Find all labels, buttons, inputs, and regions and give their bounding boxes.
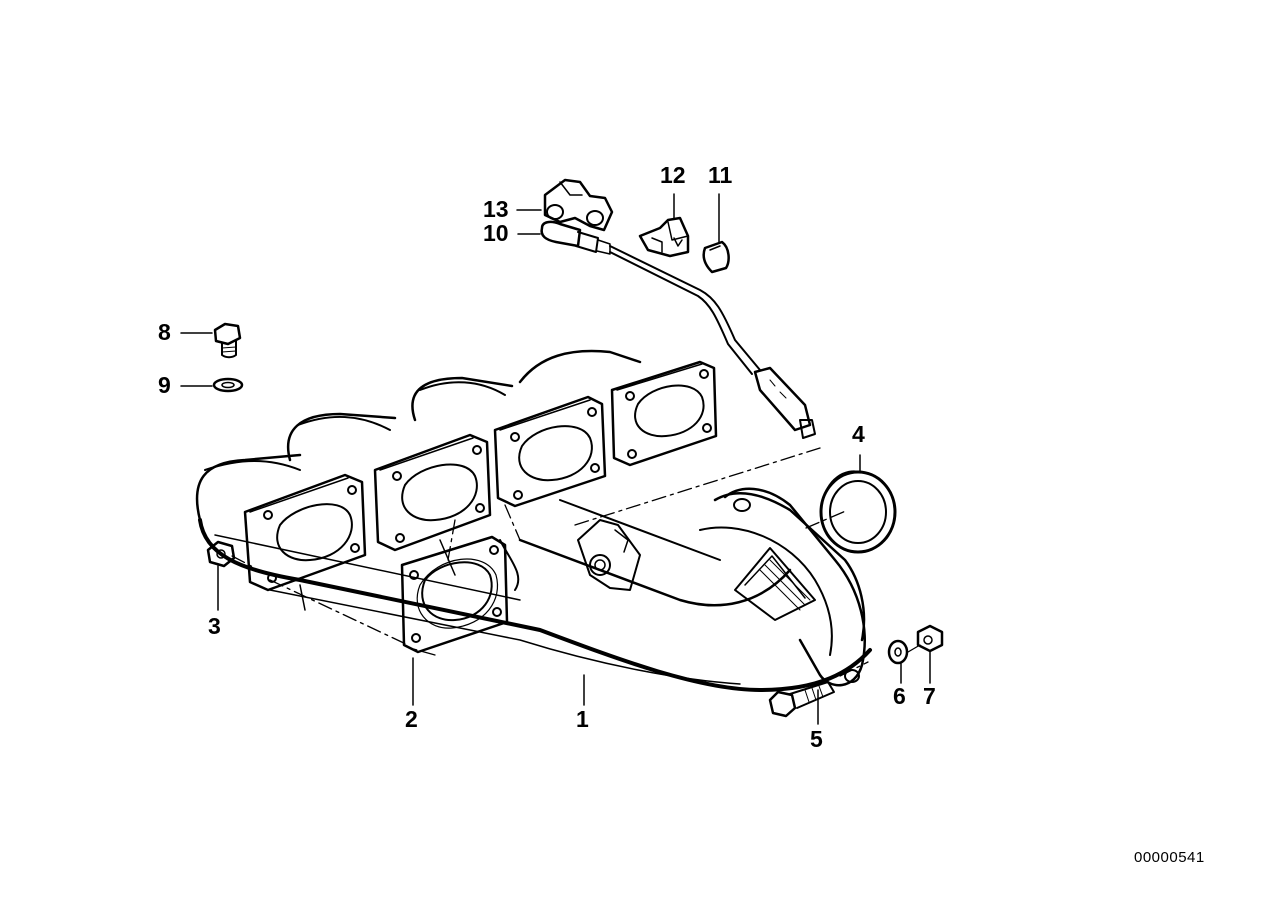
callout-12: 12 (660, 162, 686, 188)
callout-3: 3 (208, 613, 221, 639)
callout-13: 13 (483, 196, 509, 222)
clip-part-11 (704, 242, 729, 272)
nut-part-3 (208, 542, 234, 566)
callout-1: 1 (576, 706, 589, 732)
bolt-part-5 (770, 682, 834, 716)
callout-8: 8 (158, 319, 171, 345)
callout-11: 11 (708, 162, 733, 188)
callout-4: 4 (852, 421, 865, 447)
oxygen-sensor-part-10 (542, 222, 815, 438)
leader-lines (181, 194, 930, 724)
callout-9: 9 (158, 372, 171, 398)
exhaust-manifold-part-1 (197, 351, 870, 690)
clamp-part-13 (545, 180, 612, 230)
port-flange-3 (495, 397, 605, 506)
gasket-ring-part-9 (214, 379, 242, 391)
assembly-lines (232, 448, 920, 676)
callout-2: 2 (405, 706, 418, 732)
diagram-reference-number: 00000541 (1134, 849, 1205, 866)
callout-5: 5 (810, 726, 823, 752)
callout-10: 10 (483, 220, 509, 246)
callout-7: 7 (923, 683, 936, 709)
nut-part-7 (918, 626, 942, 651)
holder-part-12 (640, 218, 688, 256)
washer-part-6 (889, 641, 907, 663)
callout-6: 6 (893, 683, 906, 709)
port-flange-2 (375, 435, 490, 550)
port-flange-4 (612, 362, 716, 465)
port-flange-1 (245, 475, 365, 590)
screw-plug-part-8 (215, 324, 240, 357)
gasket-part-2 (402, 537, 507, 652)
sealing-ring-part-4 (821, 471, 895, 552)
